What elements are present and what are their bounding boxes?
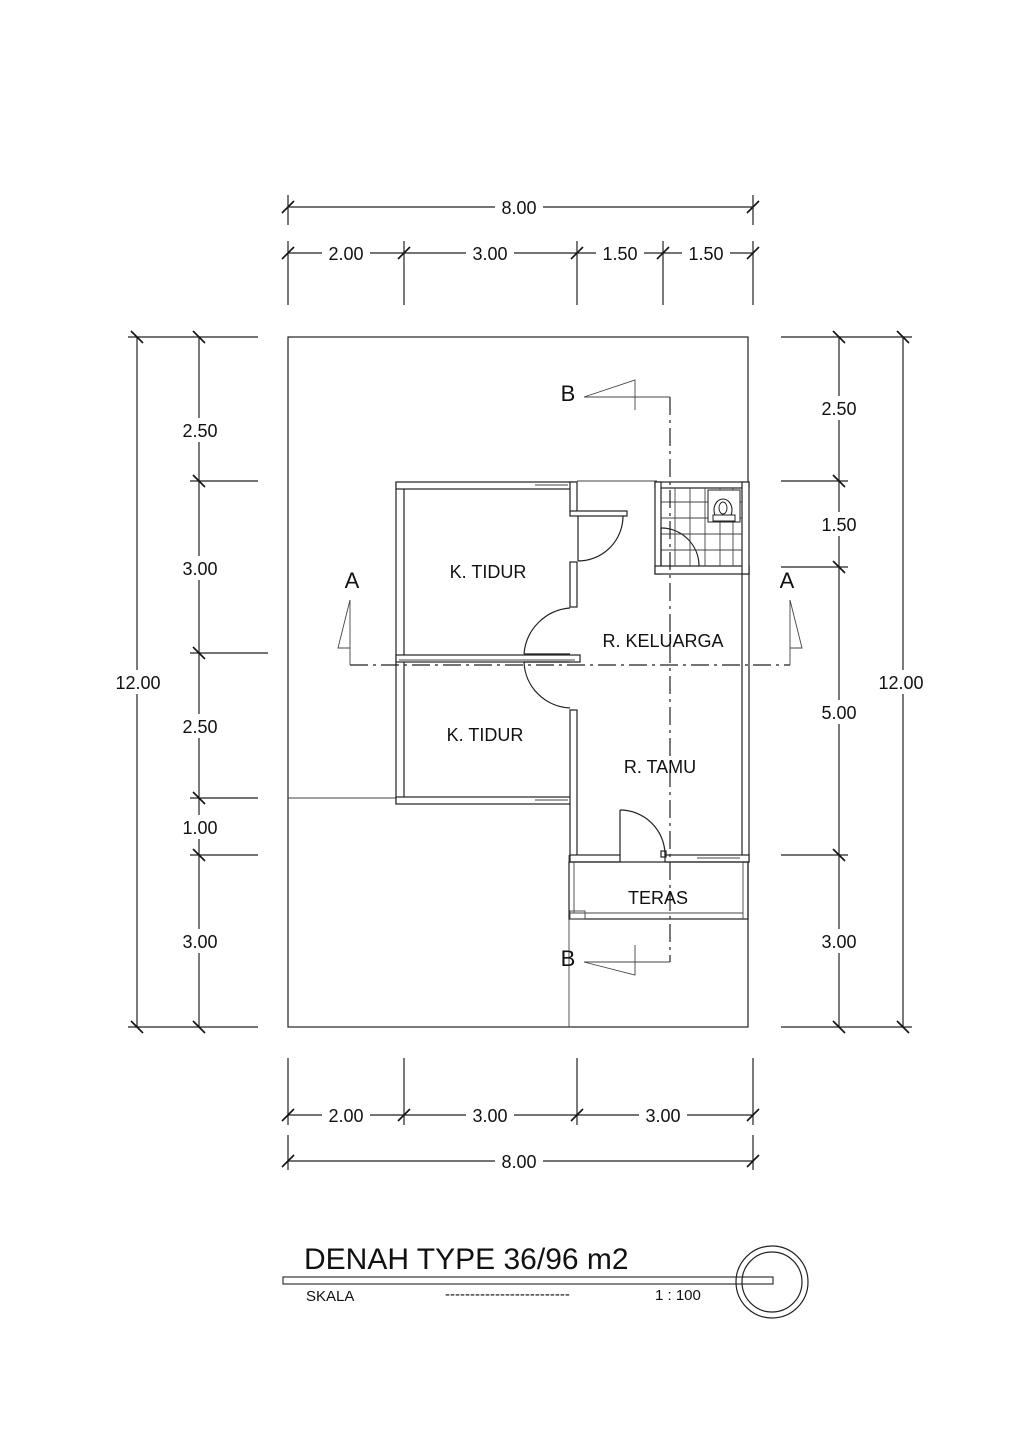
room-label-family-room: R. KELUARGA <box>602 631 723 651</box>
toilet-icon <box>707 489 741 523</box>
left-dimension-5: 3.00 <box>182 932 217 952</box>
section-b-label-top: B <box>561 381 576 406</box>
room-label-bedroom-top: K. TIDUR <box>450 562 527 582</box>
top-dimension-4: 1.50 <box>688 244 723 264</box>
site-boundary <box>287 336 749 1028</box>
top-total-dimension: 8.00 <box>501 198 536 218</box>
scale-value: 1 : 100 <box>655 1287 701 1304</box>
section-b-label-bottom: B <box>561 946 576 971</box>
bottom-dimension-2: 3.00 <box>472 1106 507 1126</box>
scale-label: SKALA <box>306 1288 354 1305</box>
top-dimension-3: 1.50 <box>602 244 637 264</box>
left-total-dimension: 12.00 <box>115 673 160 693</box>
room-label-living-room: R. TAMU <box>624 757 696 777</box>
top-dimension-1: 2.00 <box>328 244 363 264</box>
title-block: DENAH TYPE 36/96 m2 SKALA --------------… <box>282 1243 809 1319</box>
section-a-label-right: A <box>780 568 795 593</box>
bottom-dimensions: 2.00 3.00 3.00 8.00 <box>281 1058 760 1172</box>
bottom-dimension-3: 3.00 <box>645 1106 680 1126</box>
room-label-bedroom-bottom: K. TIDUR <box>447 725 524 745</box>
scale-dashes: ------------------------- <box>445 1286 570 1303</box>
section-a-label-left: A <box>345 568 360 593</box>
terrace <box>568 861 749 920</box>
doors <box>523 515 700 858</box>
room-label-terrace: TERAS <box>628 888 688 908</box>
section-lines <box>337 379 803 976</box>
left-dimension-3: 2.50 <box>182 717 217 737</box>
bottom-total-dimension: 8.00 <box>501 1152 536 1172</box>
left-dimensions: 12.00 2.50 3.00 2.50 1.00 3.00 <box>112 330 268 1034</box>
left-dimension-4: 1.00 <box>182 818 217 838</box>
left-dimension-1: 2.50 <box>182 421 217 441</box>
right-dimension-3: 5.00 <box>821 703 856 723</box>
right-dimensions: 12.00 2.50 1.50 5.00 3.00 <box>781 330 930 1034</box>
bottom-dimension-1: 2.00 <box>328 1106 363 1126</box>
building-walls <box>395 481 750 863</box>
top-dimension-2: 3.00 <box>472 244 507 264</box>
drawing-title: DENAH TYPE 36/96 m2 <box>304 1243 629 1276</box>
left-dimension-2: 3.00 <box>182 559 217 579</box>
right-dimension-1: 2.50 <box>821 399 856 419</box>
right-total-dimension: 12.00 <box>878 673 923 693</box>
top-dimensions: 8.00 2.00 3.00 1.50 1.50 <box>281 195 760 305</box>
right-dimension-4: 3.00 <box>821 932 856 952</box>
right-dimension-2: 1.50 <box>821 515 856 535</box>
